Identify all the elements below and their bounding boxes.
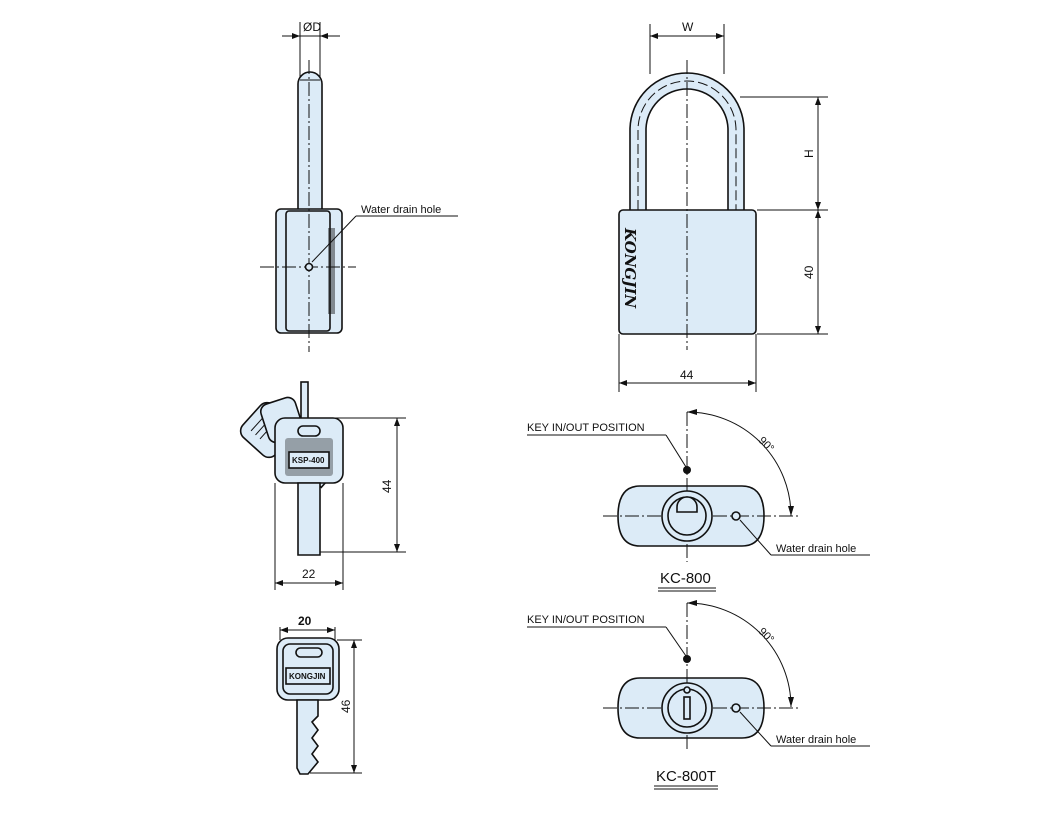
front-brand-marking: KONGJIN [621,227,639,309]
kc800-drain-hole [731,511,741,521]
key-tag [288,451,330,469]
key-blanks-height-label: 44 [380,479,394,493]
key-tag-label: KSP-400 [292,456,325,465]
key-blade [296,699,320,775]
kc800-view: KEY IN/OUT POSITION 90° Water drain hole… [527,409,870,592]
kc800t-view: KEY IN/OUT POSITION 90° Water drain hole… [527,600,870,790]
kc800t-drain-hole [731,703,741,713]
side-view-diameter-dimension: ØD [282,20,340,80]
front-key-blade [297,482,321,556]
key-height-label: 46 [339,699,353,713]
key-blanks-view: KSP-400 44 22 [239,381,406,590]
diameter-label: ØD [303,20,321,34]
key-blanks-width-label: 22 [302,567,316,581]
side-drain-hole-label: Water drain hole [361,204,441,216]
front-shackle-height-dimension: H [740,96,828,211]
front-width-dimension: W [649,20,725,74]
key-view: KONGJIN 20 46 [276,614,362,775]
key-head-tag [285,667,331,685]
kc800-model-title: KC-800 [660,570,711,587]
key-width-label: 20 [298,614,312,628]
kc800t-angle-label: 90° [756,626,776,646]
kc800-cylinder [661,490,713,542]
side-drain-hole [304,262,314,272]
kc800t-key-position-label: KEY IN/OUT POSITION [527,614,645,626]
kc800t-drain-hole-label: Water drain hole [776,734,856,746]
front-view: KONGJIN W H 40 [618,20,828,392]
front-body-height-dimension: 40 [757,210,828,335]
front-body-width-dimension: 44 [618,334,757,392]
side-shackle [297,71,323,210]
key-blanks-width-dimension: 22 [274,483,344,590]
key-height-dimension: 46 [310,639,362,774]
key-head-label: KONGJIN [289,672,326,681]
kc800t-model-title: KC-800T [656,768,716,785]
kc800-angle-label: 90° [756,435,776,455]
body-height-label: 40 [802,265,816,279]
key-width-dimension: 20 [279,614,336,640]
body-width-label: 44 [680,368,694,382]
shackle-height-label: H [802,149,816,158]
key-blanks-height-dimension: 44 [320,417,406,553]
kc800-drain-hole-label: Water drain hole [776,543,856,555]
kc800-key-position-label: KEY IN/OUT POSITION [527,422,645,434]
side-view: ØD Water drain hole [260,20,458,352]
width-label: W [682,20,694,34]
